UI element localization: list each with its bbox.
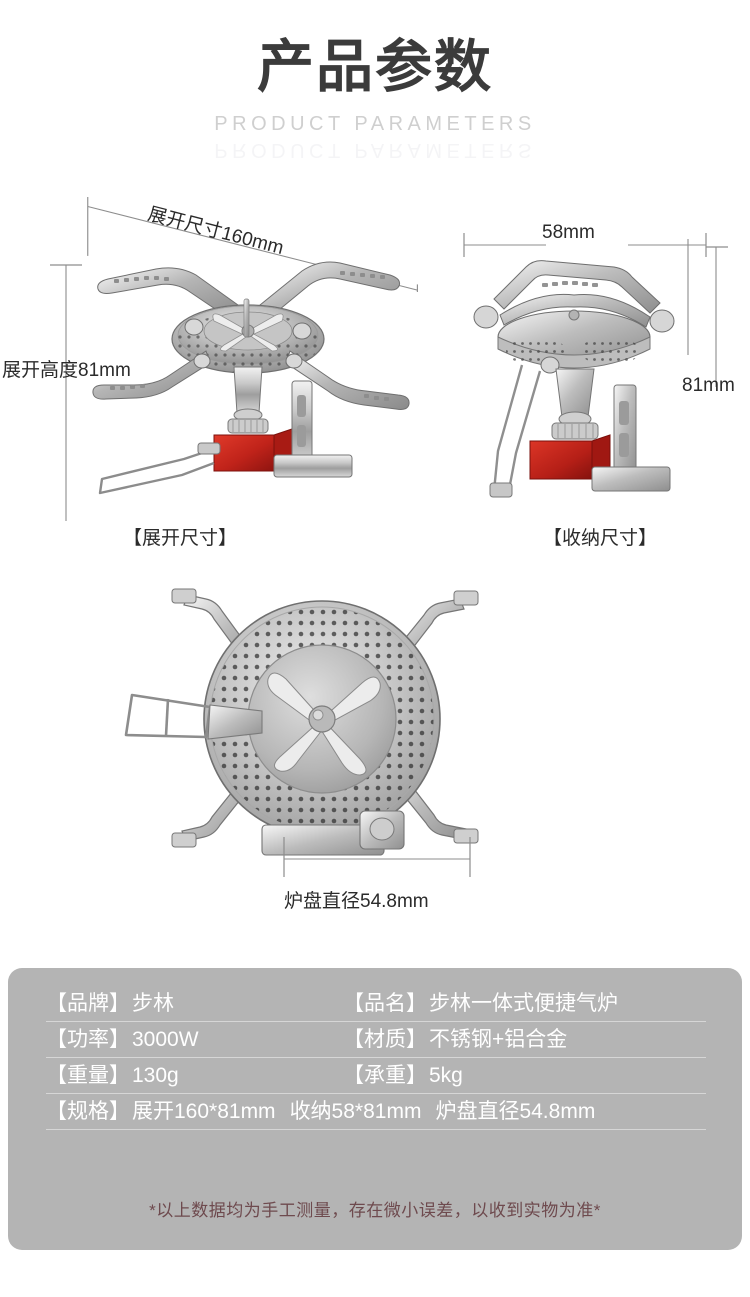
spec-key: 【承重】 (343, 1063, 427, 1087)
label-folded-width: 58mm (542, 222, 595, 243)
spec-key: 【材质】 (343, 1027, 427, 1051)
figure-expanded: 展开尺寸160mm 展开高度81mm (0, 175, 440, 565)
spec-cell-material: 【材质】 不锈钢+铝合金 (343, 1022, 706, 1058)
spec-key: 【规格】 (46, 1099, 130, 1123)
dimension-line-expanded-height (50, 264, 82, 521)
product-image-folded-stove (473, 260, 675, 498)
spec-table: 【品牌】 步林 【品名】 步林一体式便捷气炉 【功率】 3000W 【材质】 不… (46, 986, 706, 1130)
spec-key: 【品牌】 (46, 991, 130, 1015)
spec-value-expanded: 展开160*81mm (132, 1099, 276, 1123)
page-subtitle: PRODUCT PARAMETERS (214, 113, 536, 135)
spec-value: 5kg (429, 1063, 463, 1087)
dimension-line-folded-width (463, 233, 707, 257)
spec-value: 130g (132, 1063, 179, 1087)
table-row: 【重量】 130g 【承重】 5kg (46, 1058, 706, 1094)
spec-cell-power: 【功率】 3000W (46, 1022, 343, 1058)
product-image-topview-stove (124, 588, 479, 856)
spec-cell-load-capacity: 【承重】 5kg (343, 1058, 706, 1094)
spec-cell-weight: 【重量】 130g (46, 1058, 343, 1094)
spec-key: 【重量】 (46, 1063, 130, 1087)
page-header: 产品参数 PRODUCT PARAMETERS PRODUCT PARAMETE… (0, 0, 750, 175)
page-subtitle-reflection: PRODUCT PARAMETERS (214, 139, 536, 161)
table-row: 【功率】 3000W 【材质】 不锈钢+铝合金 (46, 1022, 706, 1058)
figure-folded: 58mm 81mm (440, 175, 750, 565)
spec-panel: 【品牌】 步林 【品名】 步林一体式便捷气炉 【功率】 3000W 【材质】 不… (8, 968, 742, 1250)
spec-value: 不锈钢+铝合金 (429, 1027, 568, 1051)
label-diameter: 炉盘直径54.8mm (284, 891, 429, 912)
label-folded-height: 81mm (682, 375, 735, 396)
spec-key: 【品名】 (343, 991, 427, 1015)
spec-value-diameter: 炉盘直径54.8mm (435, 1099, 596, 1123)
spec-value: 步林一体式便捷气炉 (429, 991, 618, 1015)
page-title: 产品参数 (257, 35, 493, 99)
figures-section: 展开尺寸160mm 展开高度81mm (0, 175, 750, 960)
spec-key: 【功率】 (46, 1027, 130, 1051)
dimension-line-folded-height (687, 239, 728, 387)
table-row: 【规格】 展开160*81mm 收纳58*81mm 炉盘直径54.8mm (46, 1094, 706, 1130)
spec-note: *以上数据均为手工测量，存在微小误差，以收到实物为准* (149, 1201, 601, 1220)
dimension-line-diameter (283, 837, 471, 877)
spec-value: 3000W (132, 1027, 199, 1051)
spec-cell-product-name: 【品名】 步林一体式便捷气炉 (343, 986, 706, 1022)
spec-value-folded: 收纳58*81mm (289, 1099, 422, 1123)
spec-cell-dimensions: 【规格】 展开160*81mm 收纳58*81mm 炉盘直径54.8mm (46, 1094, 706, 1130)
product-image-expanded-stove (92, 261, 410, 495)
spec-value: 步林 (132, 991, 174, 1015)
table-row: 【品牌】 步林 【品名】 步林一体式便捷气炉 (46, 986, 706, 1022)
spec-cell-brand: 【品牌】 步林 (46, 986, 343, 1022)
caption-folded: 【收纳尺寸】 (542, 528, 657, 549)
label-expanded-height: 展开高度81mm (2, 360, 131, 381)
figure-topview: 炉盘直径54.8mm (0, 575, 750, 960)
caption-expanded: 【展开尺寸】 (122, 528, 237, 549)
